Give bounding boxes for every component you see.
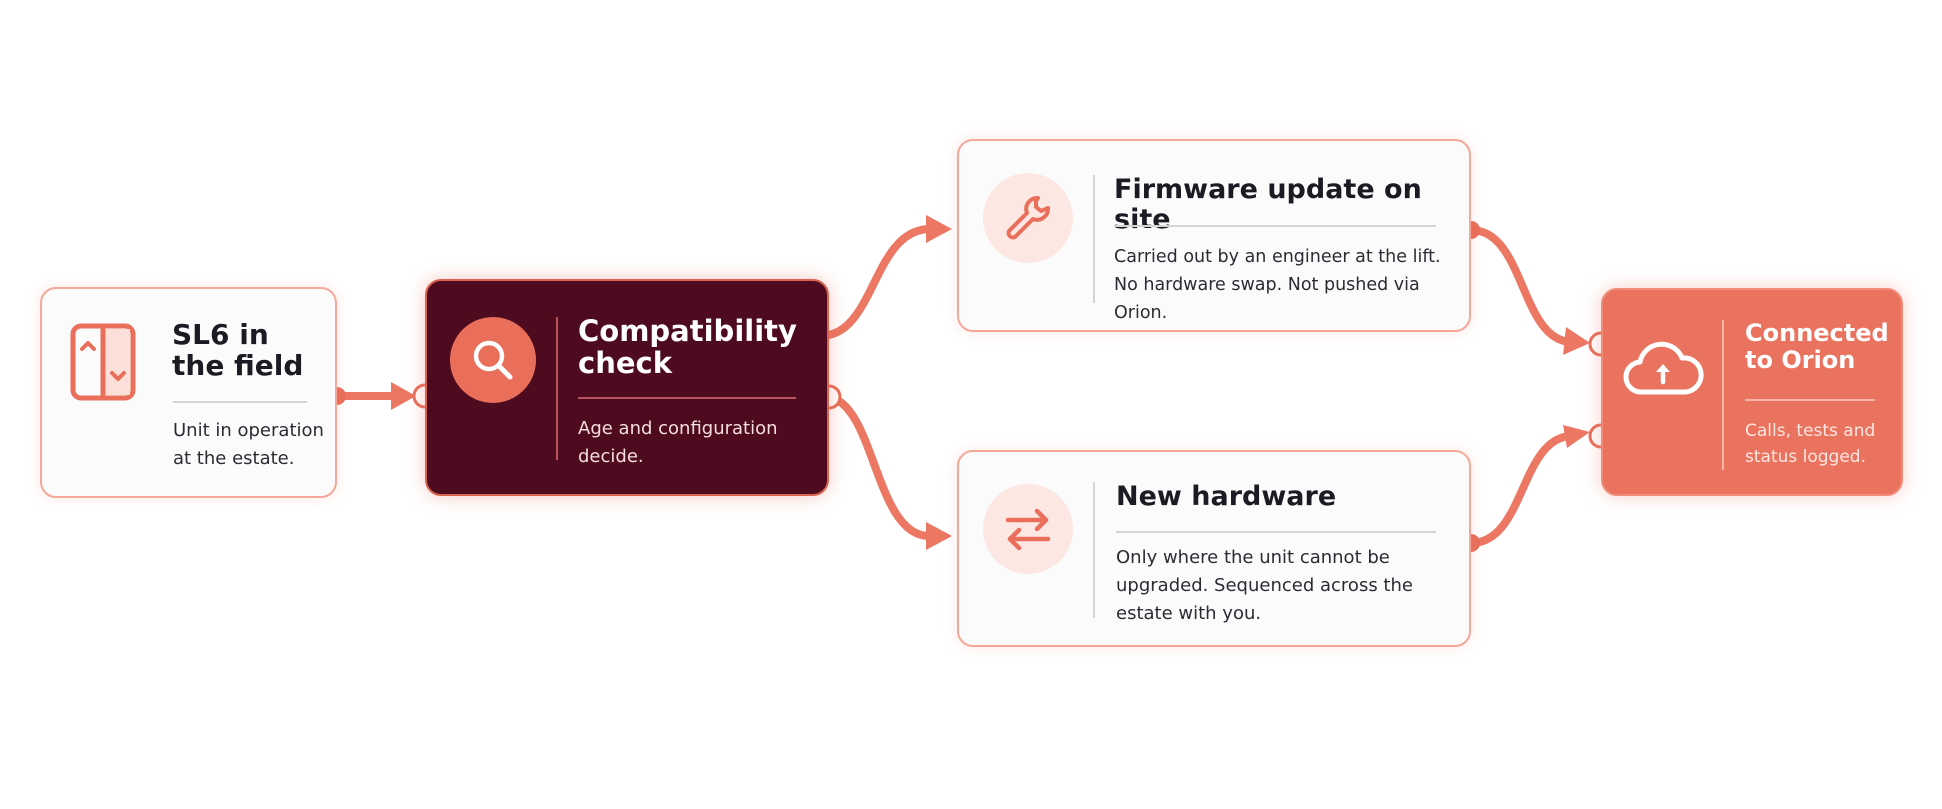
node-new-hardware: New hardware Only where the unit cannot … bbox=[957, 450, 1471, 647]
lift-doors-icon bbox=[70, 323, 136, 405]
node-title: New hardware bbox=[1116, 481, 1337, 512]
arrowhead-firmware bbox=[926, 215, 952, 243]
arrowhead-orion-bottom bbox=[1563, 425, 1590, 448]
node-title: Connected to Orion bbox=[1745, 319, 1889, 374]
search-icon bbox=[450, 317, 536, 403]
divider bbox=[173, 401, 307, 403]
arrowhead-hardware bbox=[926, 522, 952, 550]
divider bbox=[1114, 225, 1436, 227]
divider-vertical bbox=[1093, 175, 1095, 303]
edge-compat-to-hardware bbox=[825, 393, 932, 540]
arrowhead-compat bbox=[391, 382, 416, 410]
node-description: Age and configuration decide. bbox=[578, 418, 778, 467]
node-description: Calls, tests and status logged. bbox=[1745, 421, 1876, 468]
node-firmware-update: Firmware update on site Carried out by a… bbox=[957, 139, 1471, 332]
node-description: Unit in operation at the estate. bbox=[173, 420, 324, 469]
node-connected-to-orion: Connected to Orion Calls, tests and stat… bbox=[1601, 288, 1903, 496]
divider bbox=[1745, 399, 1875, 401]
node-description: Carried out by an engineer at the lift. … bbox=[1114, 247, 1441, 323]
node-compatibility-check: Compatibility check Age and configuratio… bbox=[425, 279, 829, 496]
node-title: Compatibility check bbox=[578, 314, 797, 381]
divider-vertical bbox=[1093, 482, 1095, 618]
divider-vertical bbox=[1722, 320, 1724, 470]
swap-arrows-icon bbox=[983, 484, 1073, 574]
node-description: Only where the unit cannot be upgraded. … bbox=[1116, 547, 1413, 624]
cloud-upload-icon bbox=[1622, 336, 1704, 406]
edge-compat-to-firmware bbox=[825, 225, 932, 339]
wrench-icon bbox=[983, 173, 1073, 263]
divider bbox=[578, 397, 796, 399]
node-sl6-in-field: SL6 in the field Unit in operation at th… bbox=[40, 287, 337, 498]
divider-vertical bbox=[556, 317, 558, 460]
edge-firmware-to-orion bbox=[1467, 226, 1575, 346]
node-title: Firmware update on site bbox=[1114, 174, 1422, 236]
edge-hardware-to-orion bbox=[1467, 432, 1575, 547]
divider bbox=[1116, 531, 1436, 533]
arrowhead-orion-top bbox=[1563, 327, 1590, 355]
node-title: SL6 in the field bbox=[172, 318, 304, 383]
